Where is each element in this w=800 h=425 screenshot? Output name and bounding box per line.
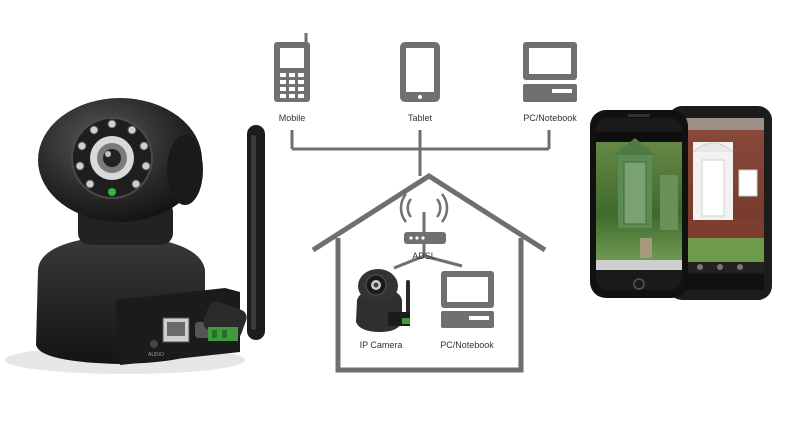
ip-camera-label: IP Camera bbox=[359, 340, 403, 350]
tablet-label: Tablet bbox=[407, 113, 433, 123]
home-connection-lines bbox=[393, 244, 463, 270]
pc-notebook-label: PC/Notebook bbox=[523, 113, 577, 123]
adsl-label: ADSL bbox=[412, 251, 436, 261]
mobile-label: Mobile bbox=[278, 113, 306, 123]
audio-port-label: AUDIO bbox=[148, 352, 164, 358]
tablet-icon bbox=[400, 42, 440, 102]
smartphones-photo bbox=[590, 106, 772, 300]
wifi-router-icon bbox=[399, 193, 449, 244]
desktop-computer-icon bbox=[523, 42, 577, 102]
home-pc-notebook-label: PC/Notebook bbox=[440, 340, 494, 350]
home-desktop-computer-icon bbox=[441, 271, 494, 328]
house-outline bbox=[311, 173, 547, 373]
mobile-phone-icon bbox=[274, 33, 310, 102]
ip-camera-photo bbox=[5, 98, 265, 374]
connection-lines bbox=[290, 130, 551, 176]
ip-camera-icon bbox=[356, 269, 410, 332]
